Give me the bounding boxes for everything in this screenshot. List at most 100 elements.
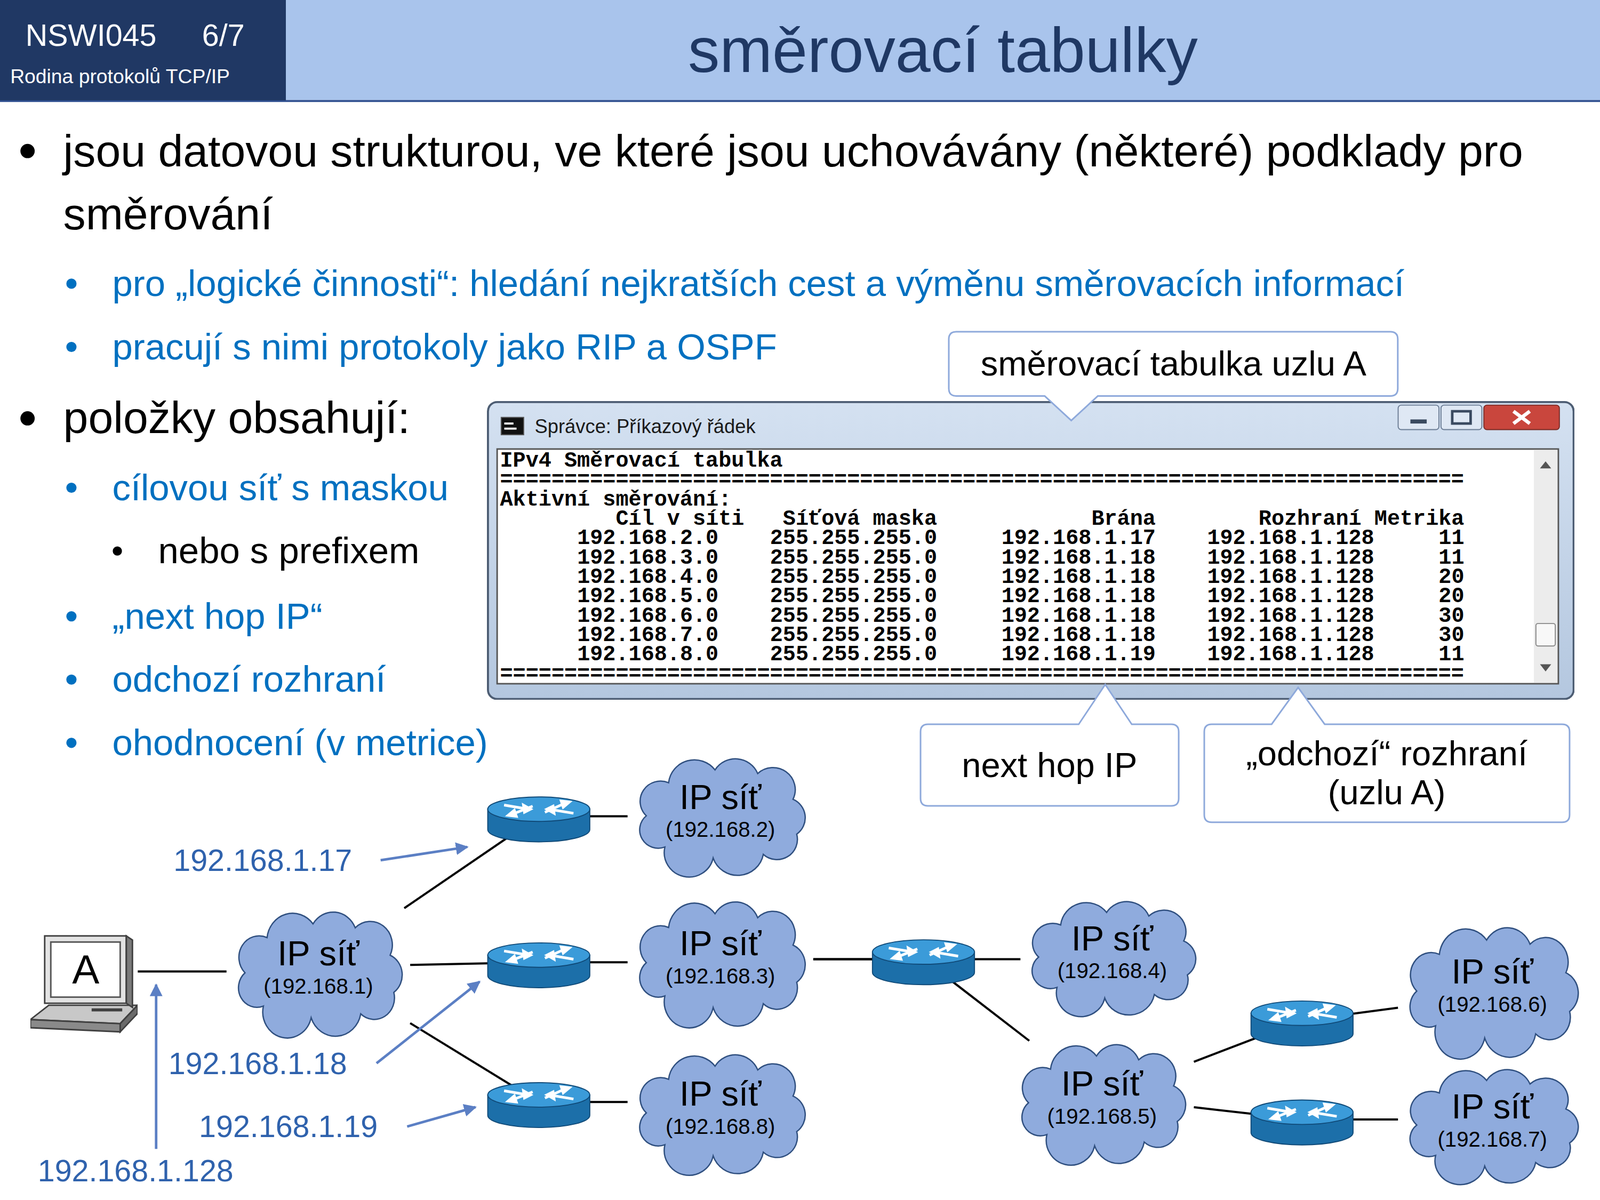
network-cloud: IP síť(192.168.1) (226, 908, 411, 1026)
ip-address-label: 192.168.1.19 (198, 1108, 378, 1146)
console-heading: IPv4 Směrovací tabulka (500, 451, 783, 471)
table-cell: 192.168.2.0 (577, 529, 719, 549)
window-title: Správce: Příkazový řádek (534, 415, 756, 438)
network-address: (192.168.5) (1047, 1104, 1157, 1130)
router-symbols (488, 796, 1354, 1145)
network-address: (192.168.8) (665, 1114, 775, 1140)
table-cell: 192.168.1.128 (1206, 548, 1374, 568)
network-name: IP síť (1451, 1086, 1533, 1127)
table-cell: 192.168.1.128 (1206, 529, 1374, 549)
callout-text: next hop IP (961, 745, 1138, 786)
table-cell: 30 (1438, 626, 1464, 646)
callout-box: směrovací tabulka uzlu A (948, 331, 1398, 397)
network-name: IP síť (1451, 952, 1533, 992)
table-cell: 192.168.1.18 (1001, 568, 1156, 588)
table-cell: 192.168.1.128 (1206, 626, 1374, 646)
sub-bullet-text: pro „logické činnosti“: hledání nejkratš… (112, 261, 1405, 307)
network-address: (192.168.2) (665, 817, 775, 843)
ip-address-label: 192.168.1.18 (168, 1044, 348, 1082)
network-name: IP síť (1061, 1064, 1143, 1104)
table-cell: 192.168.1.18 (1001, 606, 1156, 626)
table-cell: 20 (1438, 568, 1464, 588)
callout-box: next hop IP (920, 724, 1179, 806)
table-cell: 11 (1438, 548, 1464, 568)
slide-title: směrovací tabulky (285, 0, 1600, 101)
table-header-cell: Brána (1091, 509, 1156, 530)
table-cell: 192.168.7.0 (577, 626, 719, 646)
sub-sub-bullet-text: nebo s prefixem (158, 529, 420, 574)
sub-bullet-text: „next hop IP“ (112, 594, 323, 639)
course-header-box: NSWI0456/7Rodina protokolů TCP/IP (0, 0, 286, 101)
network-address: (192.168.6) (1437, 992, 1547, 1018)
leader-arrows (156, 846, 480, 1149)
table-cell: 192.168.1.17 (1001, 529, 1156, 549)
table-cell: 192.168.4.0 (577, 568, 719, 588)
table-cell: 192.168.5.0 (577, 587, 719, 607)
table-cell: 255.255.255.0 (770, 529, 938, 549)
header-rule (0, 100, 1600, 103)
table-cell: 255.255.255.0 (770, 587, 938, 607)
node-name: A (72, 946, 100, 994)
console-rule: ========================================… (500, 664, 1464, 684)
network-address: (192.168.3) (665, 963, 775, 990)
ip-address-label: 192.168.1.128 (37, 1152, 234, 1189)
table-cell: 192.168.1.18 (1001, 548, 1156, 568)
network-address: (192.168.1) (263, 973, 373, 1000)
network-name: IP síť (679, 923, 762, 964)
network-link (137, 970, 227, 973)
bullet-text: položky obsahují: (63, 391, 411, 446)
network-name: IP síť (1071, 918, 1154, 959)
table-header-cell: Rozhraní (1258, 509, 1362, 530)
table-header-cell: Síťová maska (782, 509, 938, 530)
network-name: IP síť (679, 1074, 762, 1115)
callout-box: „odchozí“ rozhraní (uzlu A) (1204, 724, 1570, 823)
network-cloud: IP síť(192.168.8) (627, 1051, 814, 1164)
table-cell: 255.255.255.0 (770, 645, 938, 665)
table-cell: 192.168.1.128 (1206, 587, 1374, 607)
network-cloud: IP síť(192.168.3) (627, 898, 814, 1016)
table-cell: 30 (1438, 606, 1464, 626)
network-cloud: IP síť(192.168.2) (627, 755, 814, 866)
network-address: (192.168.7) (1437, 1126, 1547, 1153)
network-cloud: IP síť(192.168.5) (1010, 1041, 1194, 1154)
network-cloud: IP síť(192.168.6) (1397, 923, 1587, 1047)
table-cell: 192.168.1.18 (1001, 626, 1156, 646)
table-cell: 192.168.1.128 (1206, 645, 1374, 665)
network-name: IP síť (277, 933, 359, 974)
table-header-cell: Metrika (1374, 509, 1465, 530)
sub-bullet-text: cílovou síť s maskou (112, 465, 449, 510)
table-header-cell: Cíl v síti (615, 509, 744, 530)
table-cell: 192.168.1.18 (1001, 587, 1156, 607)
header-band (0, 0, 1600, 101)
table-cell: 255.255.255.0 (770, 548, 938, 568)
table-cell: 11 (1438, 529, 1464, 549)
table-cell: 192.168.3.0 (577, 548, 719, 568)
slide-number: 6/7 (202, 18, 245, 54)
sub-bullet-text: pracují s nimi protokoly jako RIP a OSPF (112, 324, 777, 370)
sub-bullet-text: odchozí rozhraní (112, 657, 386, 702)
console-rule: ========================================… (500, 470, 1464, 491)
table-cell: 255.255.255.0 (770, 626, 938, 646)
table-cell: 20 (1438, 587, 1464, 607)
table-cell: 192.168.1.19 (1001, 645, 1156, 665)
table-cell: 192.168.8.0 (577, 645, 719, 665)
table-cell: 255.255.255.0 (770, 606, 938, 626)
table-cell: 192.168.1.128 (1206, 606, 1374, 626)
network-name: IP síť (679, 777, 762, 818)
ip-address-label: 192.168.1.17 (173, 841, 352, 879)
network-cloud: IP síť(192.168.4) (1020, 898, 1204, 1006)
network-cloud: IP síť(192.168.7) (1397, 1066, 1587, 1174)
callout-text: „odchozí“ rozhraní (uzlu A) (1218, 734, 1555, 813)
bullet-text: jsou datovou strukturou, ve které jsou u… (63, 119, 1589, 246)
table-cell: 192.168.6.0 (577, 606, 719, 626)
course-code: NSWI045 (25, 18, 157, 54)
table-cell: 11 (1438, 645, 1464, 665)
table-cell: 192.168.1.128 (1206, 568, 1374, 588)
table-cell: 255.255.255.0 (770, 568, 938, 588)
sub-bullet-text: ohodnocení (v metrice) (112, 721, 488, 766)
network-address: (192.168.4) (1057, 958, 1167, 984)
callout-text: směrovací tabulka uzlu A (980, 344, 1367, 384)
computer-node: A (30, 933, 138, 1036)
console-heading: Aktivní směrování: (500, 490, 732, 510)
